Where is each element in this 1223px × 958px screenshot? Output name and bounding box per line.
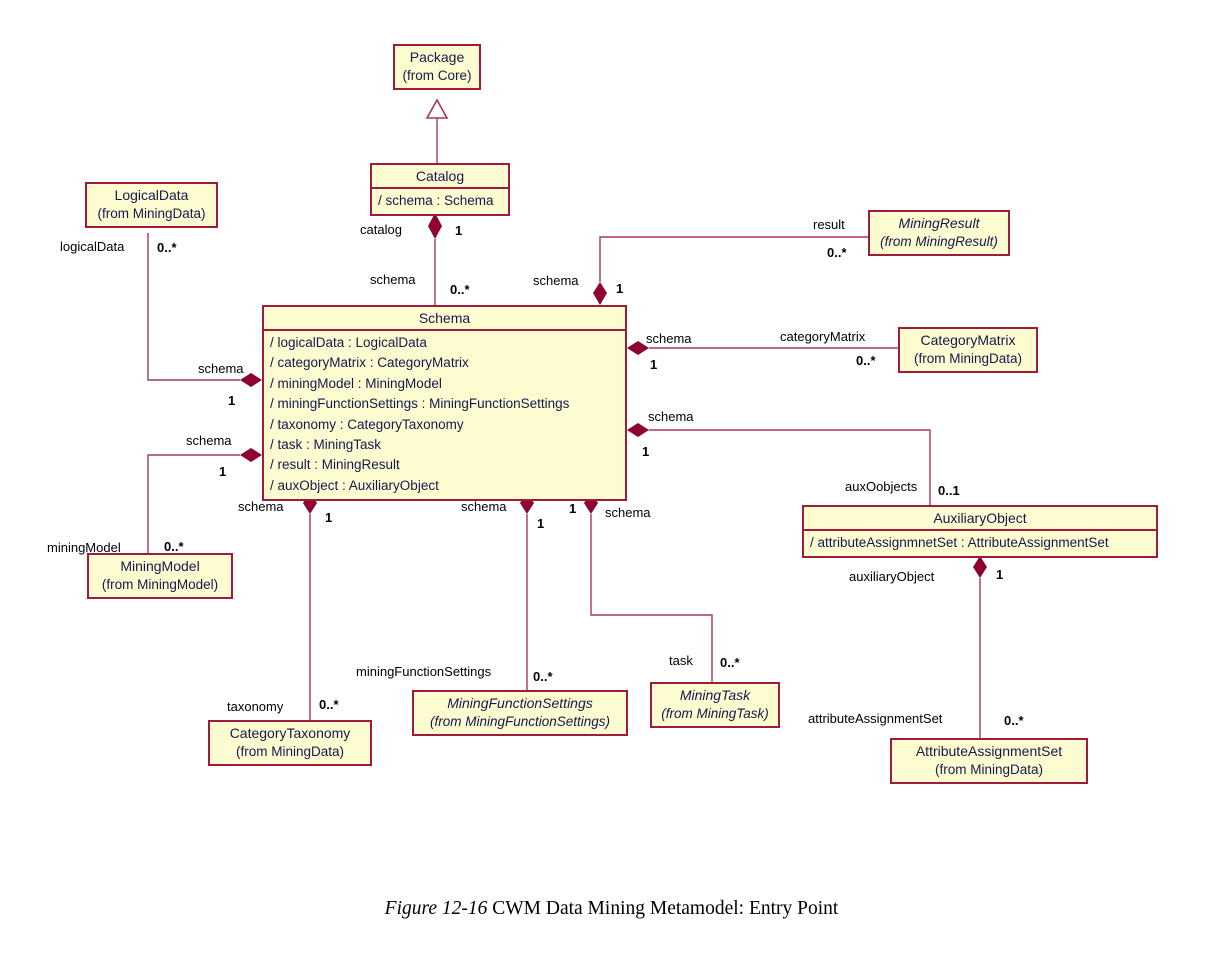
class-title: Catalog [372,165,508,189]
class-attribute: / categoryMatrix : CategoryMatrix [270,355,469,371]
composite-diamond-icon [428,213,442,239]
multiplicity-label: 1 [642,444,650,459]
class-package: Package (from Core) [393,44,481,90]
role-label-auxoobjects: auxOobjects [845,479,918,494]
class-attribute: / logicalData : LogicalData [270,335,427,350]
class-categorytaxonomy: CategoryTaxonomy (from MiningData) [208,720,372,766]
role-label-schema: schema [461,499,507,514]
generalization-arrow-icon [425,98,449,119]
role-label-result: result [813,217,845,232]
class-from-categorytaxonomy: (from MiningData) [235,744,345,759]
class-title: AuxiliaryObject [804,507,1156,531]
class-catalog: Catalog / schema : Schema [370,163,510,217]
role-label-schema: schema [605,505,651,520]
multiplicity-label: 0..* [827,245,847,260]
class-title: MiningResult [898,215,980,231]
class-attribute: / auxObject : AuxiliaryObject [270,477,439,493]
class-attribute: / attributeAssignmnetSet : AttributeAssi… [810,535,1109,550]
multiplicity-label: 0..* [450,282,470,297]
multiplicity-label: 1 [650,357,658,372]
multiplicity-label: 1 [616,281,624,296]
figure-number: Figure 12-16 [384,898,488,919]
class-title: CategoryTaxonomy [229,725,351,741]
role-label-logicaldata: logicalData [60,239,125,254]
multiplicity-label: 0..* [319,697,339,712]
class-auxiliaryobject: AuxiliaryObject / attributeAssignmnetSet… [802,505,1158,559]
class-from-miningfunctionsettings: (from MiningFunctionSettings) [429,714,611,729]
class-from-categorymatrix: (from MiningData) [913,351,1023,366]
role-label-miningmodel: miningModel [47,540,121,555]
multiplicity-label: 0..* [157,240,177,255]
class-attributeassignmentset: AttributeAssignmentSet (from MiningData) [890,738,1088,784]
role-label-task: task [669,653,693,668]
class-from-miningmodel: (from MiningModel) [101,577,219,592]
class-from-logicaldata: (from MiningData) [97,206,206,221]
class-from-package: (from Core) [402,68,472,83]
composite-diamond-icon [240,448,262,462]
role-label-schema: schema [238,499,284,514]
figure-caption: Figure 12-16 CWM Data Mining Metamodel: … [0,898,1223,920]
multiplicity-label: 0..* [856,353,876,368]
multiplicity-label: 0..* [720,655,740,670]
multiplicity-label: 1 [228,393,236,408]
class-title: AttributeAssignmentSet [915,743,1063,759]
class-title: MiningTask [679,687,751,703]
class-miningmodel: MiningModel (from MiningModel) [87,553,233,599]
class-attribute: / miningFunctionSettings : MiningFunctio… [270,396,570,412]
figure-title: CWM Data Mining Metamodel: Entry Point [487,898,839,919]
class-attribute: / task : MiningTask [270,437,382,453]
role-label-schema: schema [648,409,694,424]
multiplicity-label: 0..* [533,669,553,684]
multiplicity-label: 0..* [164,539,184,554]
class-miningresult: MiningResult (from MiningResult) [868,210,1010,256]
class-title: MiningFunctionSettings [447,695,593,711]
composite-diamond-icon [593,282,607,305]
multiplicity-label: 0..1 [938,483,960,498]
class-from-miningtask: (from MiningTask) [661,706,769,721]
assoc-schema-logicaldata-line [147,233,240,381]
multiplicity-label: 1 [569,501,577,516]
class-logicaldata: LogicalData (from MiningData) [85,182,218,228]
role-label-auxiliaryobject: auxiliaryObject [849,569,935,584]
class-attribute: / taxonomy : CategoryTaxonomy [270,416,464,432]
role-label-taxonomy: taxonomy [227,699,284,714]
class-categorymatrix: CategoryMatrix (from MiningData) [898,327,1038,373]
multiplicity-label: 0..* [1004,713,1024,728]
class-title: Schema [264,307,625,331]
multiplicity-label: 1 [325,510,333,525]
role-label-schema: schema [370,272,416,287]
class-from-miningresult: (from MiningResult) [880,234,998,249]
class-attribute: / miningModel : MiningModel [270,375,442,391]
class-title: Package [409,49,465,65]
role-label-schema: schema [198,361,244,376]
multiplicity-label: 1 [996,567,1004,582]
class-miningfunctionsettings: MiningFunctionSettings (from MiningFunct… [412,690,628,736]
class-attribute: / schema : Schema [378,193,494,208]
role-label-attributeassignmentset: attributeAssignmentSet [808,711,943,726]
multiplicity-label: 1 [219,464,227,479]
class-miningtask: MiningTask (from MiningTask) [650,682,780,728]
composite-diamond-icon [973,556,987,578]
class-from-attributeassignmentset: (from MiningData) [934,762,1044,777]
role-label-categorymatrix: categoryMatrix [780,329,866,344]
role-label-miningfunctionsettings: miningFunctionSettings [356,664,492,679]
class-title: MiningModel [120,558,200,574]
class-attribute: / result : MiningResult [270,457,400,473]
composite-diamond-icon [627,423,649,437]
class-title: CategoryMatrix [920,332,1016,348]
role-label-schema: schema [646,331,692,346]
class-schema: Schema / logicalData : LogicalData / cat… [262,305,627,502]
role-label-schema: schema [186,433,232,448]
multiplicity-label: 1 [455,223,463,238]
class-title: LogicalData [114,187,189,203]
multiplicity-label: 1 [537,516,545,531]
role-label-catalog: catalog [360,222,402,237]
role-label-schema: schema [533,273,579,288]
assoc-schema-miningtask-line [590,514,713,682]
